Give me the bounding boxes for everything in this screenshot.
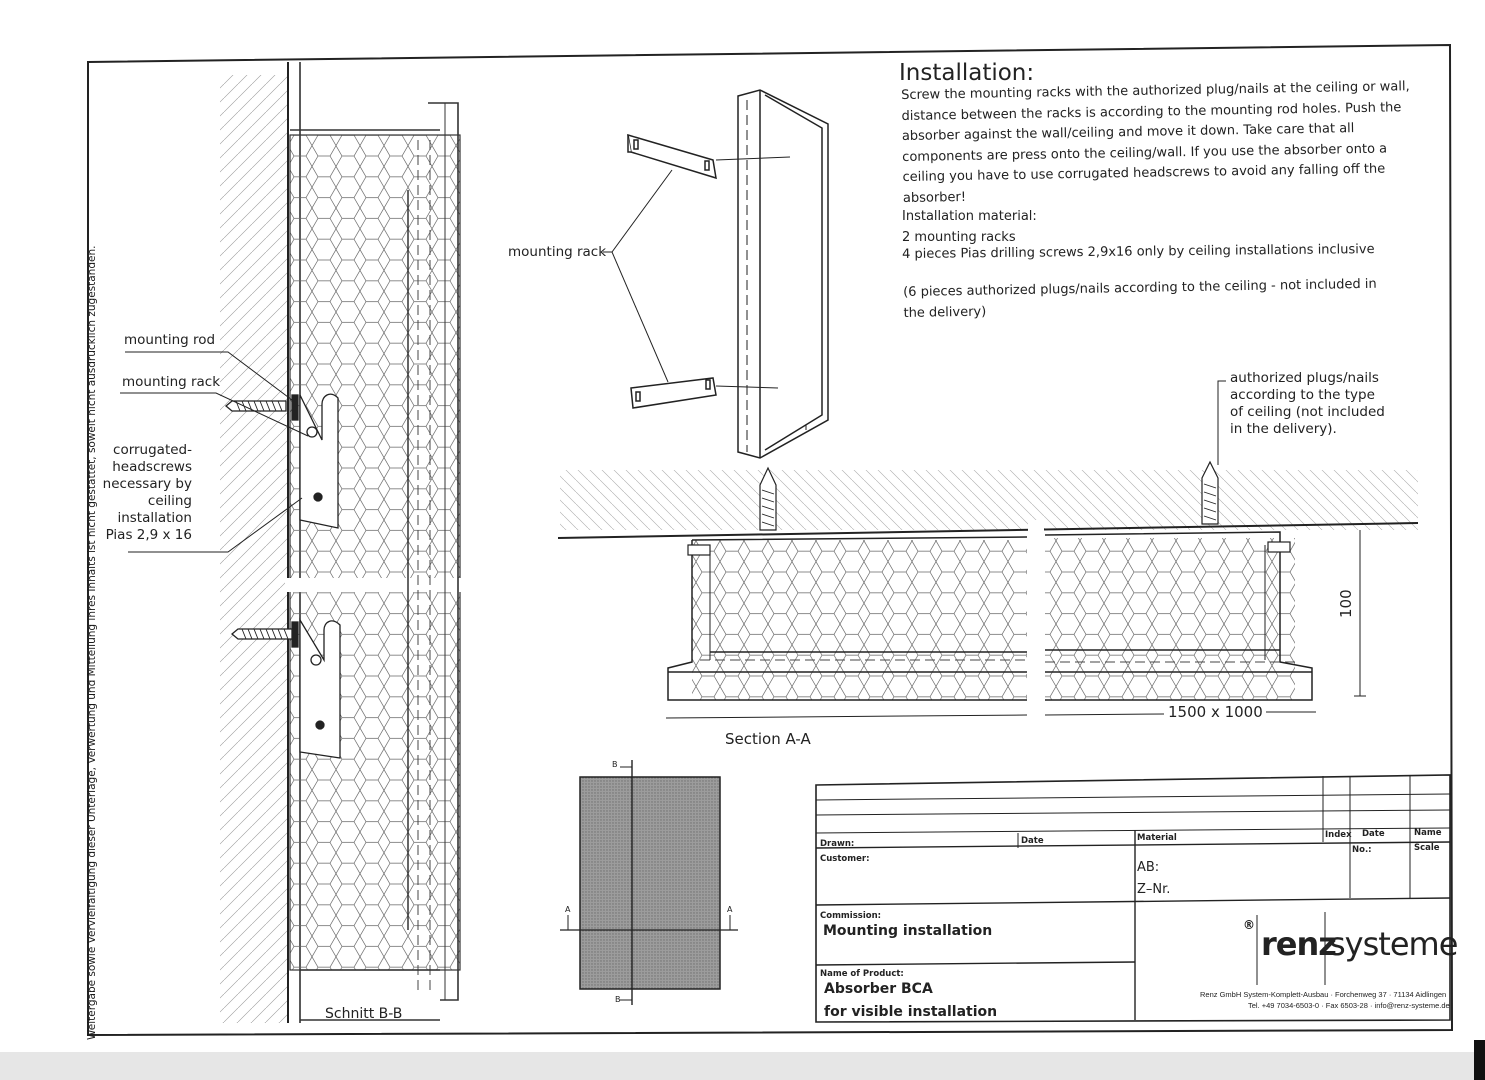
lower-rack-detail [230,617,341,759]
label-mounting-rod: mounting rod [124,332,216,348]
tb-commission-label: Commission: [820,911,882,921]
dimension-width: 1500 x 1000 [1168,703,1263,721]
tb-znr: Z–Nr. [1137,882,1171,897]
section-mark-b-bottom: B [615,995,621,1004]
installation-title: Installation: [899,60,1035,86]
installation-instructions: Screw the mounting racks with the author… [901,79,1410,206]
section-aa [557,380,1419,720]
installation-material-heading: Installation material: [902,209,1037,224]
tb-index: Index [1325,830,1352,840]
wall-hatch [220,75,288,1023]
dimension-height: 100 [1337,589,1355,618]
bb-leaders [120,351,309,553]
tb-product-line2: for visible installation [824,1004,998,1020]
tb-date2: Date [1362,829,1385,839]
company-contact: Tel. +49 7034-6503-0 · Fax 6503-28 · inf… [1248,1001,1450,1010]
key-view [560,760,738,1005]
mounting-3d-view [603,89,829,459]
tb-ab: AB: [1137,860,1160,875]
absorber-panel-bb [289,134,461,971]
drawing-frame [87,43,1454,1037]
company-address: Renz GmbH System-Komplett-Ausbau · Forch… [1200,990,1447,999]
label-section-aa: Section A-A [725,730,811,748]
tb-date: Date [1021,836,1044,846]
label-authorized-plugs: authorized plugs/nails according to the … [1230,370,1385,437]
tb-name: Name [1414,828,1442,838]
upper-rack-detail [224,393,339,529]
section-mark-a-right: A [727,905,733,914]
copyright-side-note: Weitergabe sowie Vervielfältigung dieser… [86,245,98,1040]
scan-edge [0,1052,1485,1080]
tb-product-label: Name of Product: [820,969,904,979]
label-schnitt-bb: Schnitt B-B [325,1006,403,1022]
tb-drawn: Drawn: [820,839,855,849]
title-block-grid [815,774,1451,1023]
tb-product-line1: Absorber BCA [824,981,933,997]
installation-material-item-1: 2 mounting racks [902,230,1016,245]
label-mounting-rack-side: mounting rack [122,374,221,390]
tb-customer: Customer: [820,854,870,864]
label-mounting-rack-3d: mounting rack [508,244,607,260]
aa-plugs [687,460,1291,556]
section-mark-b-top: B [612,760,618,769]
registered-mark: ® [1243,918,1255,932]
brand-logo-renz: renz [1261,925,1337,963]
aa-dimensions [665,530,1366,719]
tb-no: No.: [1352,845,1372,855]
tb-scale: Scale [1414,843,1440,853]
label-corrugated-headscrews: corrugated- headscrews necessary by ceil… [102,442,192,543]
brand-logo-systeme: systeme [1329,925,1458,963]
tb-material: Material [1137,833,1177,843]
section-mark-a-left: A [565,905,571,914]
scan-edge-mark [1474,1040,1485,1080]
tb-commission-value: Mounting installation [823,923,993,939]
schnitt-bb-section [120,62,475,1023]
installation-material-note: (6 pieces authorized plugs/nails accordi… [903,276,1377,321]
